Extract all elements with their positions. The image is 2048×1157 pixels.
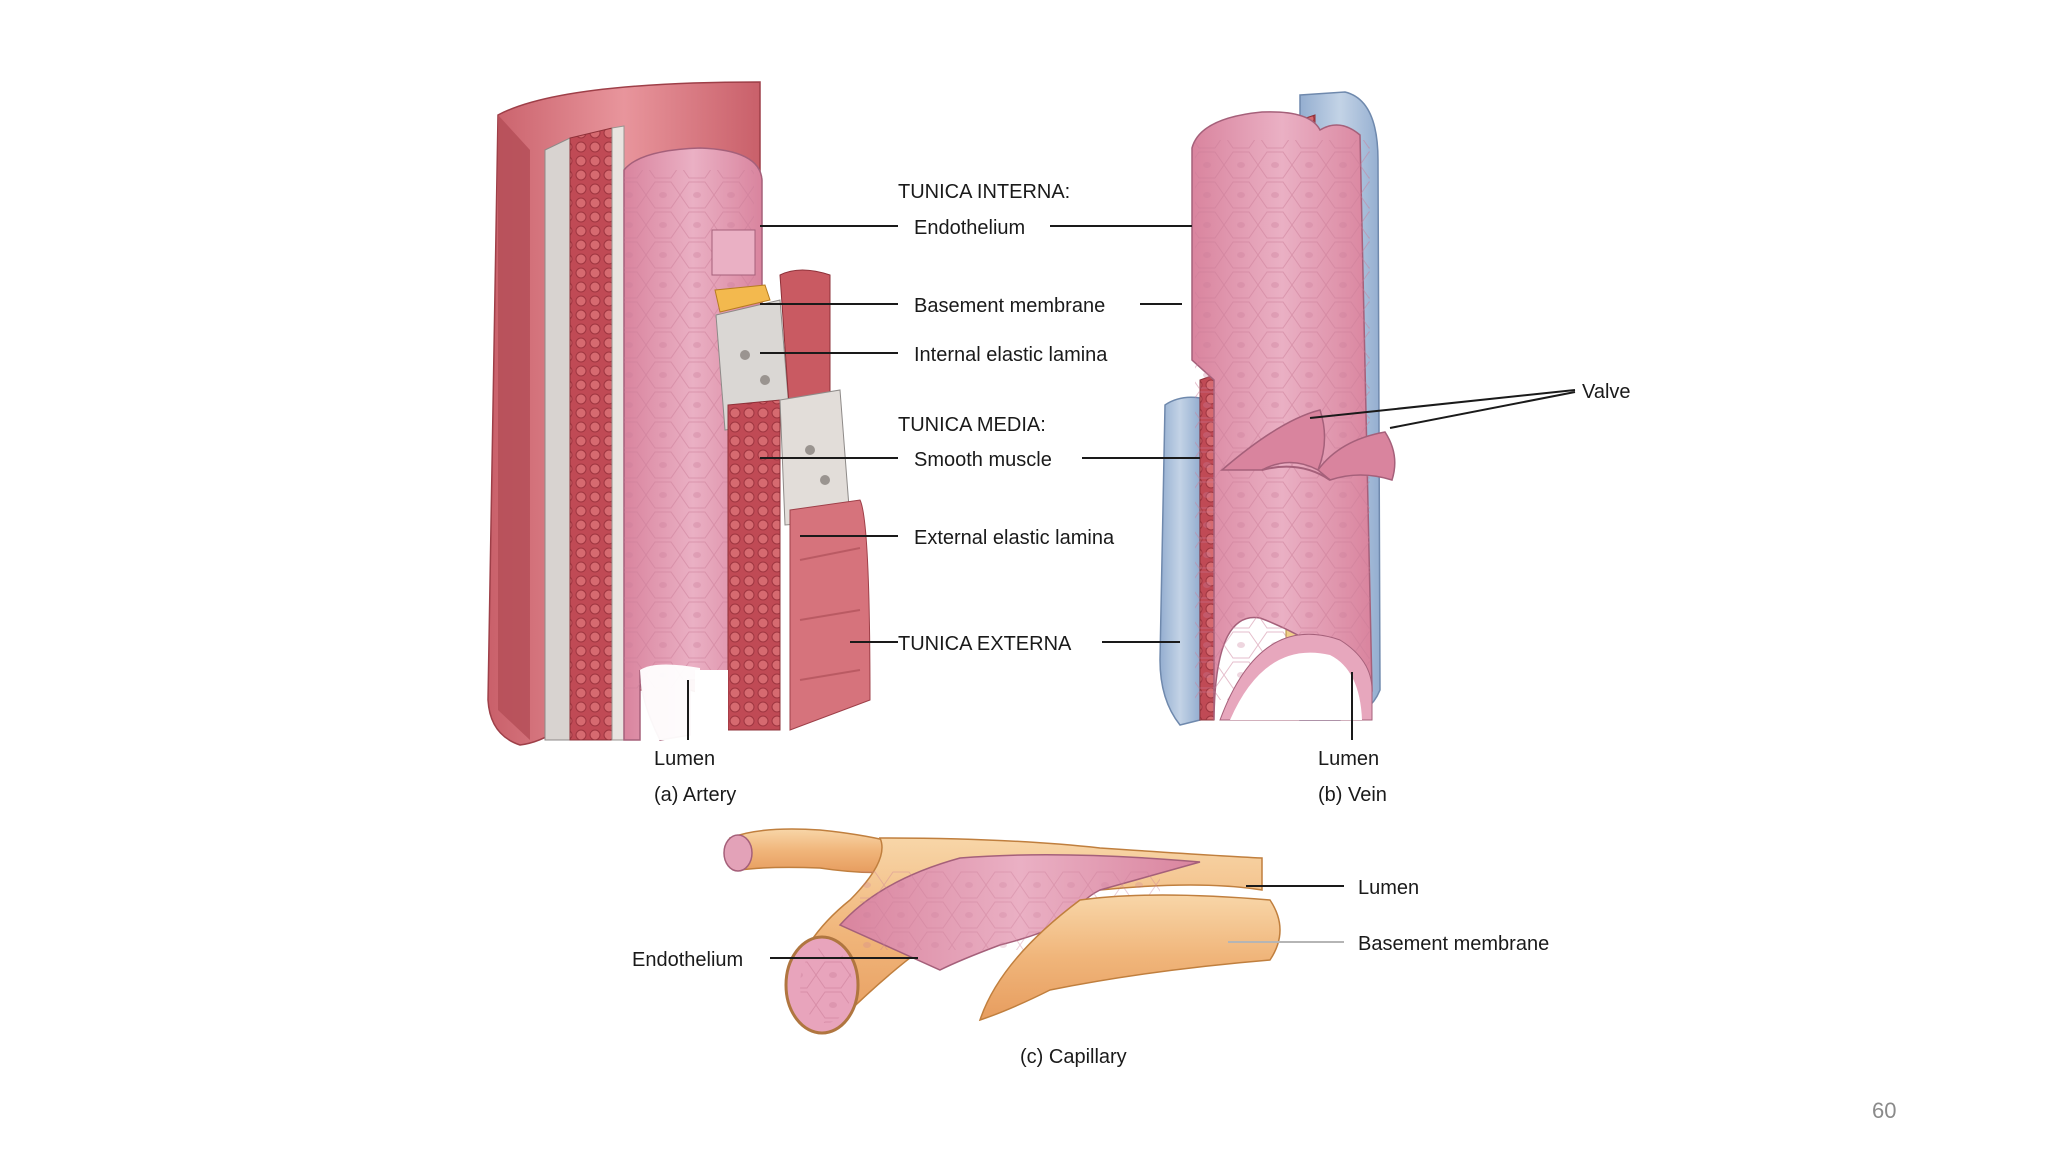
label-tunica-externa: TUNICA EXTERNA (898, 633, 1072, 655)
label-endothelium: Endothelium (914, 217, 1025, 239)
label-smooth-muscle: Smooth muscle (914, 449, 1052, 471)
page-number: 60 (1872, 1098, 1897, 1123)
label-artery-lumen: Lumen (654, 748, 715, 770)
label-basement-membrane: Basement membrane (914, 295, 1105, 317)
label-external-elastic-lamina: External elastic lamina (914, 527, 1115, 549)
label-capillary-endothelium: Endothelium (632, 949, 743, 971)
label-internal-elastic-lamina: Internal elastic lamina (914, 344, 1108, 366)
label-valve: Valve (1582, 381, 1631, 403)
caption-artery: (a) Artery (654, 784, 736, 806)
label-tunica-interna: TUNICA INTERNA: (898, 181, 1070, 203)
artery-illustration (487, 81, 871, 746)
capillary-illustration (723, 828, 1281, 1035)
label-tunica-media: TUNICA MEDIA: (898, 414, 1046, 436)
caption-vein: (b) Vein (1318, 784, 1387, 806)
leader-lines (687, 225, 1576, 959)
label-capillary-basement-membrane: Basement membrane (1358, 933, 1549, 955)
caption-capillary: (c) Capillary (1020, 1046, 1127, 1068)
label-vein-lumen: Lumen (1318, 748, 1379, 770)
vein-illustration (1159, 91, 1396, 726)
label-capillary-lumen: Lumen (1358, 877, 1419, 899)
